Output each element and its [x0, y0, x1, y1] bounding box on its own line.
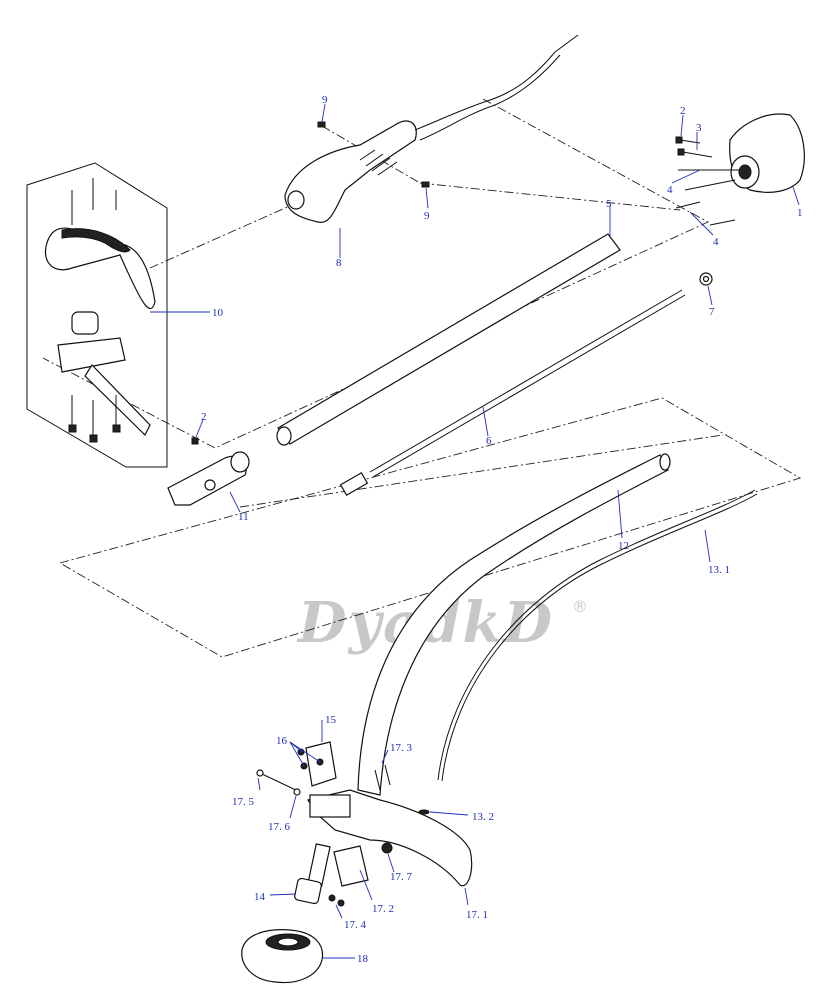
- spindle-collar: [294, 877, 322, 905]
- handle-screws: 9 9: [317, 94, 430, 222]
- callout-2-lower: 2: [201, 411, 207, 423]
- trimmer-head-hub: [277, 937, 299, 947]
- nut-17-7: [381, 842, 393, 854]
- screw-2-lower: [191, 437, 199, 445]
- handle-bolts: [68, 178, 121, 443]
- washer-hole: [702, 275, 710, 283]
- screw-17-3-b: [384, 764, 391, 786]
- screw-9-upper: [317, 121, 326, 128]
- loop-handle-spring: [61, 228, 131, 253]
- callout-9-lower: 9: [424, 210, 430, 222]
- callout-13-2: 13. 2: [472, 811, 494, 823]
- handle-detail-frame: [26, 162, 168, 468]
- throttle-handle-opening: [287, 190, 305, 210]
- clutch-housing-bore-inner: [738, 164, 752, 180]
- callout-17-3: 17. 3: [390, 742, 413, 754]
- bolt-17-5: [261, 773, 301, 793]
- throttle-cable: [414, 51, 556, 131]
- handle-clamp-bottom: [57, 337, 126, 373]
- bent-tube-body: [357, 454, 669, 796]
- washer-17-6: [293, 788, 301, 796]
- guard-bracket: 15 16: [276, 714, 337, 787]
- callout-5: 5: [606, 198, 612, 210]
- shaft-axis-line: [239, 434, 724, 508]
- bolt-4-c: [675, 201, 701, 209]
- upper-tube-end: [276, 426, 292, 446]
- callout-17-4: 17. 4: [344, 919, 367, 931]
- bent-tube-end: [659, 453, 671, 471]
- upper-tube: 5: [276, 198, 621, 446]
- clutch-housing: 1: [729, 113, 805, 219]
- callout-9-upper: 9: [322, 94, 328, 106]
- callout-13-1: 13. 1: [708, 564, 730, 576]
- loop-handle-assembly: 10: [26, 162, 224, 468]
- throttle-cable-sheath: [419, 54, 561, 141]
- flex-shaft-line-a: [437, 489, 756, 781]
- gearbox-bolts: 2 3 4 4: [667, 105, 740, 248]
- callout-11: 11: [238, 511, 249, 523]
- grass-guard: 17. 5 17. 6 17. 3 17. 7 17. 2 17. 4 17. …: [232, 742, 488, 931]
- flex-shaft-line-b: [441, 493, 758, 782]
- handle-clamp-top: [71, 311, 99, 335]
- bolt-4-b: [684, 179, 736, 191]
- tube-connector: 2 11: [167, 411, 250, 523]
- handle-bar-lower: [84, 364, 151, 437]
- handle-axis-line: [149, 196, 311, 269]
- bent-lower-tube: 12: [357, 453, 671, 796]
- callout-15: 15: [325, 714, 337, 726]
- callout-17-2: 17. 2: [372, 903, 394, 915]
- screw-9-lower: [421, 181, 430, 188]
- callout-17-7: 17. 7: [390, 871, 413, 883]
- screw-17-3-a: [374, 769, 381, 791]
- callout-7: 7: [709, 306, 715, 318]
- flex-shaft: 13. 1 13. 2: [418, 489, 758, 823]
- callout-17-1: 17. 1: [466, 909, 488, 921]
- flex-shaft-tip: [418, 809, 430, 815]
- callout-16: 16: [276, 735, 288, 747]
- bolt-4-d: [709, 219, 736, 226]
- callout-18: 18: [357, 953, 369, 965]
- clamp-17-2: [333, 845, 369, 887]
- callout-2-upper: 2: [680, 105, 686, 117]
- callout-12: 12: [618, 540, 629, 552]
- watermark-registered-mark: ®: [572, 597, 588, 616]
- spindle-shaft: [307, 843, 331, 887]
- callout-1: 1: [797, 207, 803, 219]
- lower-assembly-plane: [59, 397, 802, 658]
- callout-17-5: 17. 5: [232, 796, 255, 808]
- spindle: 14: [254, 843, 331, 905]
- gearbox-axis-line: [419, 182, 681, 211]
- upper-tube-body: [277, 233, 621, 445]
- callout-6: 6: [486, 435, 492, 447]
- drive-shaft-line-b: [372, 294, 686, 478]
- throttle-handle-body: [284, 120, 417, 223]
- guard-mount-block: [309, 794, 351, 818]
- callout-10: 10: [212, 307, 224, 319]
- callout-4-lower: 4: [713, 236, 719, 248]
- callout-8: 8: [336, 257, 342, 269]
- throttle-cable-end: [554, 34, 579, 53]
- drive-shaft: 6: [339, 289, 686, 497]
- bolt-3: [682, 151, 713, 158]
- throttle-handle: 8: [284, 34, 579, 269]
- callout-3: 3: [696, 122, 702, 134]
- throttle-grip-ribs: [359, 149, 398, 176]
- drive-shaft-line-a: [369, 289, 683, 473]
- callout-14: 14: [254, 891, 266, 903]
- tube-connector-knob: [204, 479, 216, 491]
- washer: 7: [699, 272, 715, 318]
- tube-connector-mouth: [230, 451, 250, 473]
- callout-17-6: 17. 6: [268, 821, 291, 833]
- trimmer-head: 18: [241, 929, 369, 984]
- drive-shaft-coupler: [339, 471, 369, 497]
- callout-4-upper: 4: [667, 184, 673, 196]
